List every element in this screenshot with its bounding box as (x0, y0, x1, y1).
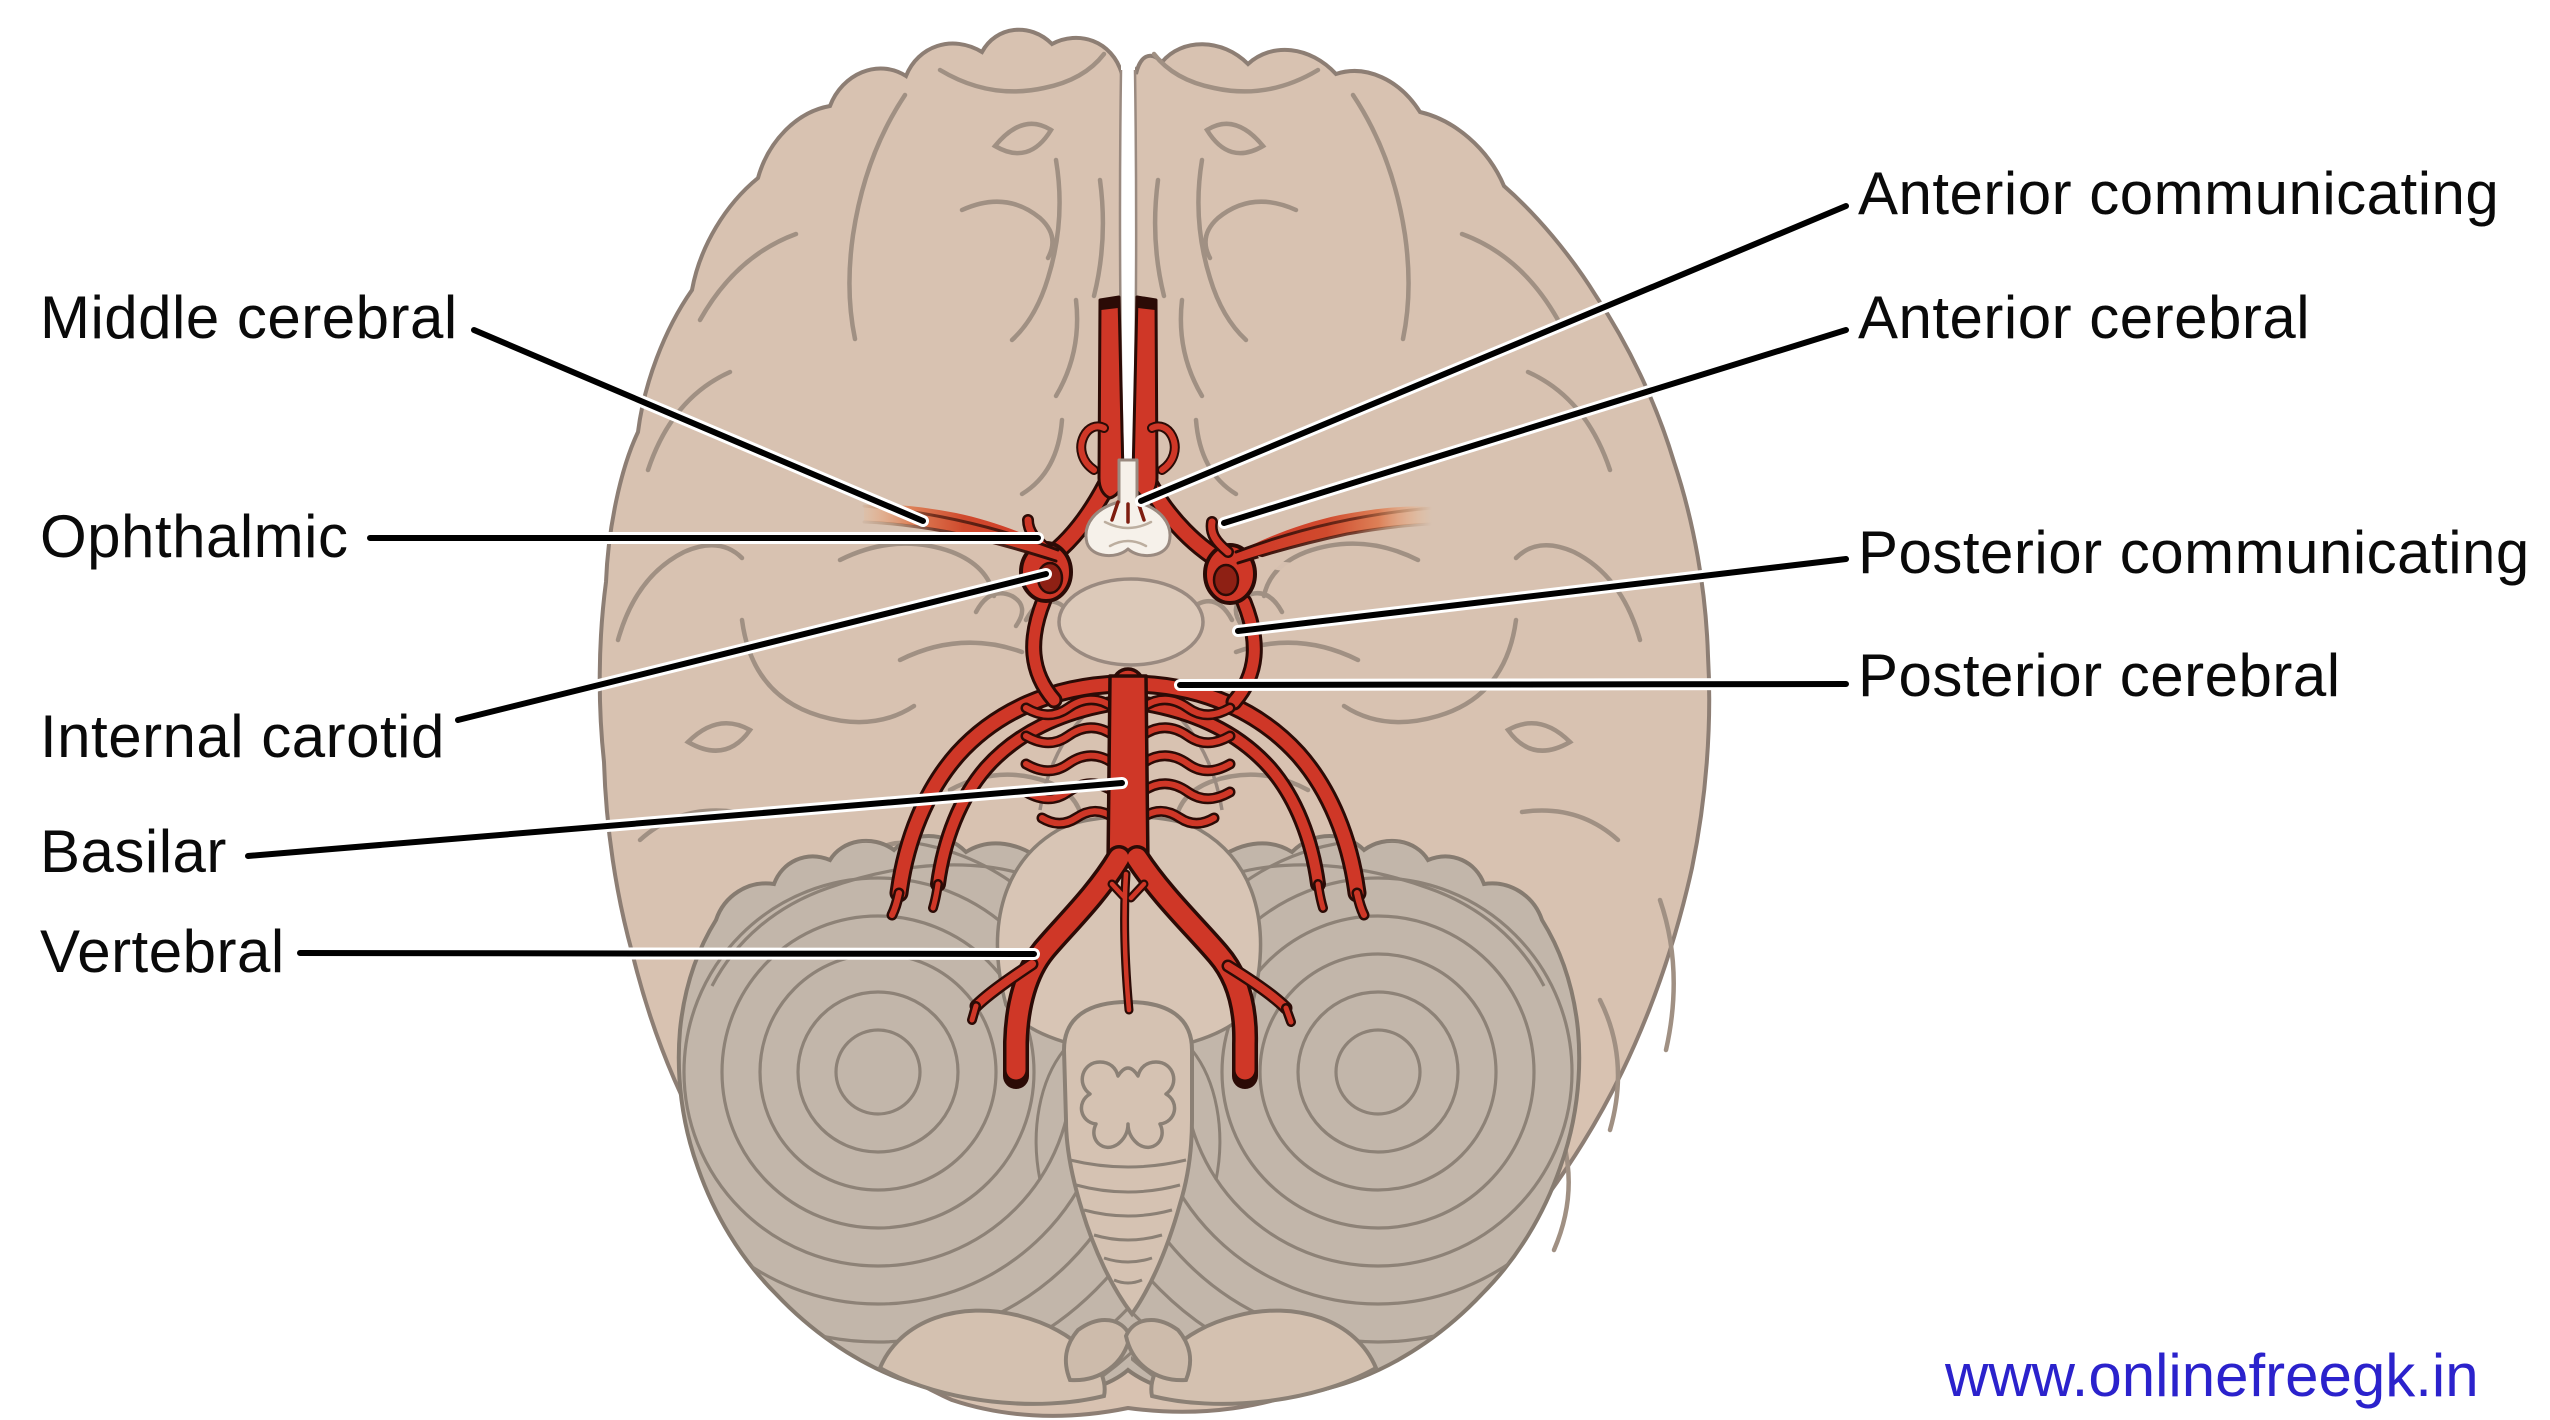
vertebral-arteries (967, 845, 1296, 1089)
basilar-artery (1106, 667, 1150, 868)
pons-oval (1057, 577, 1205, 667)
spinal-cord-cross-section (1079, 1060, 1177, 1150)
label-middle-cerebral: Middle cerebral (40, 284, 458, 351)
medulla-stripes (1034, 1049, 1222, 1285)
leader-lines (242, 200, 1852, 960)
label-basilar: Basilar (40, 818, 227, 885)
label-posterior-communicating: Posterior communicating (1858, 519, 2530, 586)
label-vertebral: Vertebral (40, 918, 285, 985)
posterior-communicating-arteries (1025, 591, 1263, 711)
posterior-cerebral-arteries (886, 674, 1370, 921)
label-anterior-communicating: Anterior communicating (1858, 160, 2500, 227)
label-ophthalmic: Ophthalmic (40, 503, 349, 570)
label-internal-carotid: Internal carotid (40, 703, 445, 770)
cerebellum-bottom-lobes (877, 1308, 1379, 1406)
superior-cerebellar-arteries (928, 694, 1328, 913)
label-posterior-cerebral: Posterior cerebral (1858, 642, 2341, 709)
watermark-link[interactable]: www.onlinefreegk.in (1945, 1342, 2479, 1409)
brainstem (995, 577, 1263, 1318)
optic-chiasm (1084, 458, 1172, 557)
anterior-spinal-artery (1107, 869, 1149, 1015)
label-anterior-cerebral: Anterior cerebral (1858, 284, 2311, 351)
